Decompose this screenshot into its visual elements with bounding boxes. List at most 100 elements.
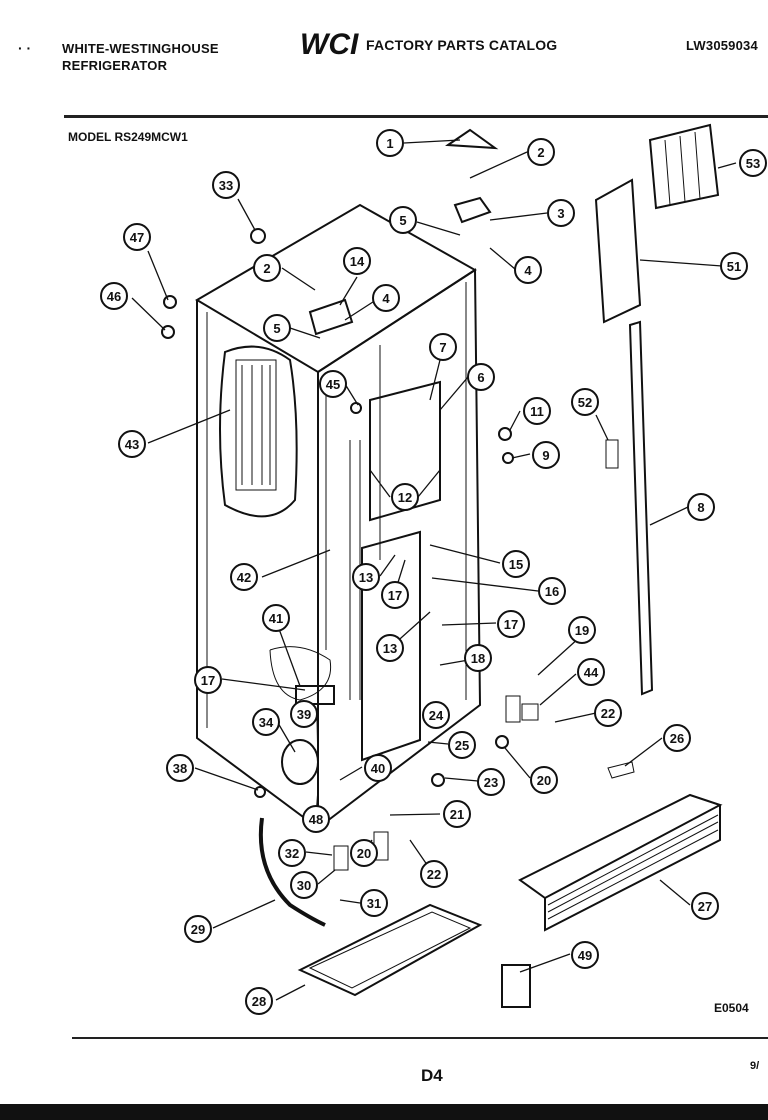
drain-pan — [297, 903, 483, 997]
callout-label: 2 — [537, 145, 544, 160]
callout-circle — [263, 314, 291, 342]
callout-circle — [194, 666, 222, 694]
callout-circle — [245, 987, 273, 1015]
callout-1: 1 — [376, 129, 404, 157]
callout-38: 38 — [166, 754, 194, 782]
callout-label: 32 — [285, 846, 299, 861]
catalog-title: FACTORY PARTS CATALOG — [366, 37, 558, 53]
callout-label: 26 — [670, 731, 684, 746]
callout-circle — [467, 363, 495, 391]
callout-circle — [302, 805, 330, 833]
callout-label: 4 — [524, 263, 532, 278]
callout-33: 33 — [212, 171, 240, 199]
callout-label: 40 — [371, 761, 385, 776]
callout-44: 44 — [577, 658, 605, 686]
callout-22: 22 — [594, 699, 622, 727]
callout-34: 34 — [252, 708, 280, 736]
callout-3: 3 — [547, 199, 575, 227]
brand-block: WHITE-WESTINGHOUSE REFRIGERATOR — [62, 40, 219, 74]
callout-label: 53 — [746, 156, 760, 171]
callout-circle — [350, 839, 378, 867]
callout-28: 28 — [245, 987, 273, 1015]
shelf-bracket — [605, 439, 619, 469]
callout-circle — [527, 138, 555, 166]
callout-label: 44 — [584, 665, 599, 680]
callout-8: 8 — [687, 493, 715, 521]
callout-15: 15 — [502, 550, 530, 578]
callout-7: 7 — [429, 333, 457, 361]
cold-control — [295, 685, 335, 705]
callout-13: 13 — [352, 563, 380, 591]
callout-label: 52 — [578, 395, 592, 410]
diagram-reference: E0504 — [714, 1001, 749, 1015]
callout-label: 17 — [388, 588, 402, 603]
callout-29: 29 — [184, 915, 212, 943]
callout-label: 24 — [429, 708, 444, 723]
callout-5: 5 — [389, 206, 417, 234]
callout-circle — [364, 754, 392, 782]
callout-circle — [571, 388, 599, 416]
callout-circle — [477, 768, 505, 796]
callout-circle — [422, 701, 450, 729]
callout-31: 31 — [360, 889, 388, 917]
callout-label: 2 — [263, 261, 270, 276]
callout-label: 7 — [439, 340, 446, 355]
callout-5: 5 — [263, 314, 291, 342]
callout-circle — [252, 708, 280, 736]
callout-21: 21 — [443, 800, 471, 828]
callout-2: 2 — [253, 254, 281, 282]
callout-label: 29 — [191, 922, 205, 937]
callout-circle — [532, 441, 560, 469]
callout-label: 43 — [125, 437, 139, 452]
callout-label: 13 — [359, 570, 373, 585]
callout-label: 16 — [545, 584, 559, 599]
callout-circle — [594, 699, 622, 727]
callout-label: 11 — [530, 404, 544, 419]
callout-circle — [376, 634, 404, 662]
callout-30: 30 — [290, 871, 318, 899]
callout-circle — [687, 493, 715, 521]
callout-label: 19 — [575, 623, 589, 638]
roller — [250, 228, 266, 244]
callout-label: 22 — [427, 867, 441, 882]
callout-circle — [420, 860, 448, 888]
callout-label: 4 — [382, 291, 390, 306]
relay — [501, 964, 531, 1008]
callout-14: 14 — [343, 247, 371, 275]
callout-27: 27 — [691, 892, 719, 920]
back-plate-upper — [369, 380, 441, 522]
hinge-cover — [445, 128, 499, 150]
callout-label: 51 — [727, 259, 741, 274]
callout-label: 6 — [477, 370, 484, 385]
callout-circle — [514, 256, 542, 284]
callout-25: 25 — [448, 731, 476, 759]
callout-circle — [502, 550, 530, 578]
callout-label: 41 — [269, 611, 283, 626]
callout-23: 23 — [477, 768, 505, 796]
callout-label: 25 — [455, 738, 469, 753]
toe-grille — [518, 793, 723, 900]
callout-41: 41 — [262, 604, 290, 632]
brand-name: WHITE-WESTINGHOUSE — [62, 41, 219, 56]
callout-label: 12 — [398, 490, 412, 505]
top-rule — [64, 115, 768, 118]
callout-circle — [343, 247, 371, 275]
cabinet-back — [317, 268, 482, 829]
callout-label: 48 — [309, 812, 323, 827]
callout-label: 49 — [578, 948, 592, 963]
callout-circle — [523, 397, 551, 425]
callout-label: 34 — [259, 715, 274, 730]
callout-40: 40 — [364, 754, 392, 782]
clip — [607, 761, 635, 779]
callout-label: 21 — [450, 807, 464, 822]
callout-label: 27 — [698, 899, 712, 914]
callout-circle — [319, 370, 347, 398]
callout-2: 2 — [527, 138, 555, 166]
callout-label: 23 — [484, 775, 498, 790]
callout-49: 49 — [571, 941, 599, 969]
callout-label: 9 — [542, 448, 549, 463]
page-number: D4 — [421, 1066, 443, 1085]
callout-label: 17 — [201, 673, 215, 688]
callout-circle — [118, 430, 146, 458]
